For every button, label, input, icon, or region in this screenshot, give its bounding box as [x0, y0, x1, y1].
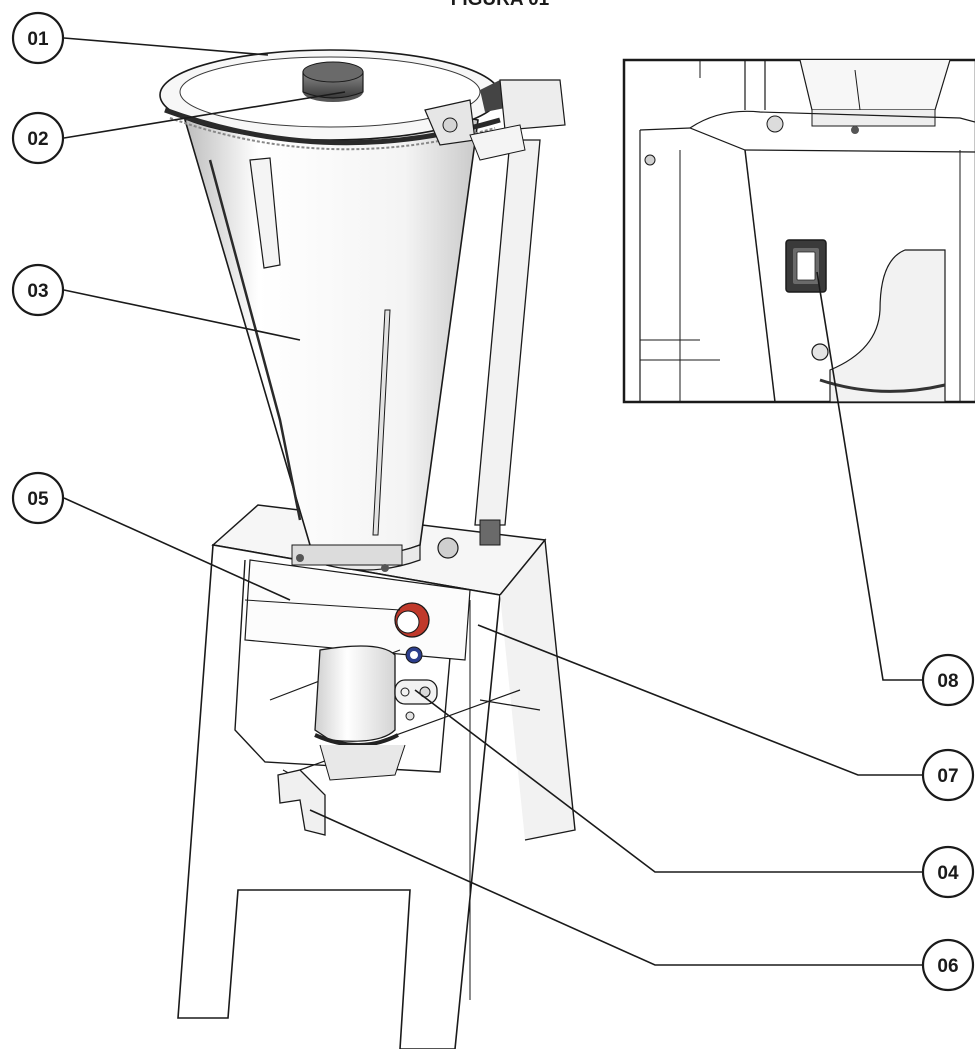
blender-cup	[183, 101, 479, 572]
callout-05: 05	[11, 471, 65, 525]
callout-04: 04	[921, 845, 975, 899]
callout-07: 07	[921, 748, 975, 802]
leader-lines	[63, 37, 928, 966]
side-tube	[437, 139, 541, 559]
callout-label: 05	[27, 489, 49, 510]
callout-label: 07	[937, 766, 958, 787]
callout-label: 04	[937, 863, 959, 884]
callout-label: 01	[27, 29, 49, 50]
callout-01: 01	[11, 11, 65, 65]
figure-title: FIGURA 01	[400, 0, 600, 10]
callout-08: 08	[921, 653, 975, 707]
callout-06: 06	[921, 938, 975, 992]
inset-detail	[622, 58, 975, 404]
callout-label: 03	[27, 281, 48, 302]
callout-02: 02	[11, 111, 65, 165]
blender-stand	[177, 504, 576, 1049]
callout-label: 06	[937, 956, 958, 977]
callout-03: 03	[11, 263, 65, 317]
callout-label: 02	[27, 129, 48, 150]
callout-label: 08	[937, 671, 958, 692]
motor-housing	[314, 645, 406, 781]
